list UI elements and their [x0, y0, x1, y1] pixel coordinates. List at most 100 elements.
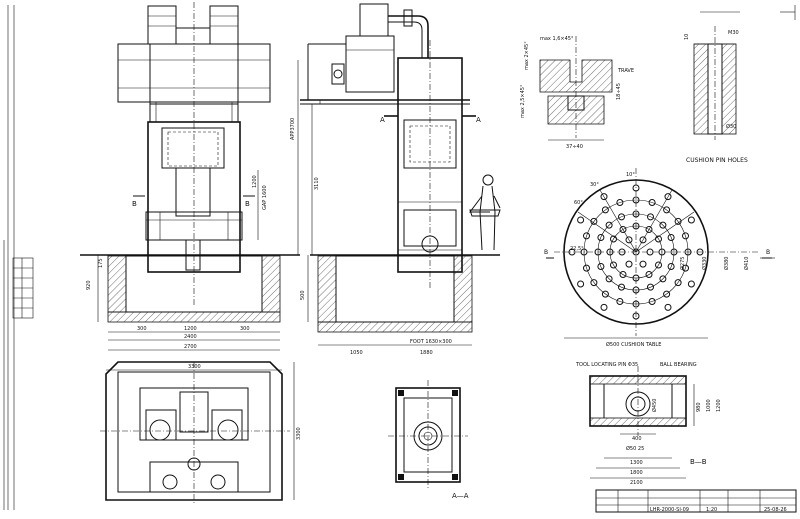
dim-1200: 1200 [184, 326, 197, 332]
cushion-pin-hole [687, 280, 695, 288]
operator-figure [469, 174, 501, 251]
bb-dim-980: 980 [696, 402, 702, 412]
dim-1050: 1050 [350, 350, 363, 356]
plan-view: 3300 3300 [100, 361, 302, 505]
cushion-pin-hole [682, 264, 689, 272]
dim-gap: GAP 1600 [262, 185, 268, 210]
cushion-pin-hole [670, 248, 678, 256]
cushion-pin-hole [659, 275, 667, 283]
cushion-pin-hole [577, 216, 585, 224]
cushion-pin-hole [618, 248, 626, 256]
bb-dim-1200: 1200 [716, 399, 722, 412]
cushion-pin-hole [605, 221, 613, 229]
cushion-pin-hole [655, 261, 662, 269]
cushion-pin-hole [645, 271, 653, 278]
cushion-d30: Ø30 [726, 123, 736, 130]
section-a-right: A [476, 116, 481, 124]
plan-dim-top: 3300 [188, 364, 201, 370]
bb-dim-1000: 1000 [706, 399, 712, 412]
dim-37-40: 37÷40 [566, 144, 583, 150]
title-block: LHR-2000-SI-09 1:20 25-08-26 [595, 489, 797, 513]
chamfer-2: max 2×45° [524, 41, 530, 70]
motor-right [209, 5, 239, 45]
bb-dim-2100: 2100 [630, 480, 643, 486]
cushion-pin-hole [682, 232, 689, 240]
side-motor [359, 3, 389, 37]
chamfer-3: max 2,5×45° [520, 84, 526, 118]
cushion-pin-hole [687, 216, 695, 224]
dim-foot: FOOT 1630×300 [410, 339, 452, 345]
dim-app-height: APP3700 [290, 118, 296, 140]
cushion-10: 10 [684, 34, 690, 40]
bb-dim-650: Ø50 25 [626, 445, 644, 452]
left-margin-strip [3, 5, 34, 510]
drawing-scale: 1:20 [706, 507, 717, 513]
cushion-pin-hole [632, 184, 640, 192]
dim-stroke: 1200 [252, 175, 258, 188]
dim-175: 175 [98, 258, 104, 268]
cushion-pin-hole [625, 236, 633, 244]
cushion-pin-hole [580, 248, 588, 256]
cushion-pin-hole [664, 303, 672, 311]
drawing-number: LHR-2000-SI-09 [650, 507, 689, 513]
cushion-pin-hole [658, 248, 666, 256]
cushion-pin-hole [646, 248, 654, 256]
tool-locating-pin: TOOL LOCATING PIN Φ35 [575, 362, 638, 368]
cushion-pin-hole [597, 263, 605, 270]
cushion-table-plan: 10° 30° 60° 22,5° Ø275 Ø330 Ø380 Ø410 Ø5… [544, 168, 772, 348]
bb-dim-450: Ø450 [651, 399, 658, 412]
cushion-pin-hole [594, 248, 602, 256]
cushion-pin-hole [632, 312, 640, 320]
cushion-pin-hole [659, 221, 667, 229]
angle-30: 30° [590, 182, 599, 188]
cushion-pin-hole [601, 290, 609, 298]
dia-330: Ø330 [701, 257, 708, 270]
cushion-pin-hole [663, 206, 671, 214]
cushion-pin-hole [664, 193, 672, 201]
cushion-pin-hole [605, 275, 613, 283]
cushion-holes-group [568, 184, 704, 320]
section-aa-label: A—A [452, 492, 469, 500]
cushion-pin-hole [590, 217, 598, 225]
section-bb-view: TOOL LOCATING PIN Φ35 BALL BEARING 400 Ø… [575, 362, 722, 486]
tslot-detail: max 1,6×45° max 2×45° max 2,5×45° TRAVE … [520, 36, 634, 150]
cushion-pin-hole [648, 298, 656, 305]
frame-corner-marks [700, 5, 796, 259]
angle-10: 10° [626, 172, 635, 178]
cushion-pin-hole [583, 264, 590, 272]
cushion-pin-hole [632, 222, 640, 230]
cushion-pin-hole [674, 217, 682, 225]
cushion-pin-hole [619, 226, 627, 233]
angle-60: 60° [574, 200, 583, 206]
cushion-pin-hole [632, 210, 640, 218]
cushion-pin-hole [655, 235, 662, 243]
cushion-pin-hole [648, 199, 656, 206]
dim-1880: 1880 [420, 350, 433, 356]
angle-225: 22,5° [570, 246, 584, 252]
cushion-pin-hole [639, 260, 647, 268]
cushion-pin-hole [647, 283, 654, 291]
dim-2700: 2700 [184, 344, 197, 350]
dim-920: 920 [86, 280, 92, 290]
plan-dim-right: 3300 [296, 427, 302, 440]
cushion-pin-hole [618, 213, 625, 221]
side-view: A A 1050 1880 FOOT 1630×300 500 APP3700 … [290, 3, 501, 356]
cushion-m30: M30 [728, 30, 739, 36]
cushion-pin-hole [684, 248, 692, 256]
cushion-pin-hole [647, 213, 654, 221]
cushion-pin-hole [600, 193, 608, 201]
cushion-pin-hole [590, 279, 598, 287]
section-a-left: A [380, 116, 385, 124]
cushion-pin-hole [674, 279, 682, 287]
dia-410: Ø410 [743, 257, 750, 270]
cushion-pin-hole [667, 234, 675, 241]
svg-text:B: B [245, 200, 250, 208]
cushion-pin-hole [663, 290, 671, 298]
cushion-pin-holes-detail: M30 Ø30 10 CUSHION PIN HOLES [684, 26, 748, 164]
cushion-pin-hole [639, 236, 647, 244]
cushion-pin-hole [696, 248, 704, 256]
drawing-date: 25-08-26 [764, 507, 787, 513]
cushion-pin-hole [667, 263, 675, 270]
